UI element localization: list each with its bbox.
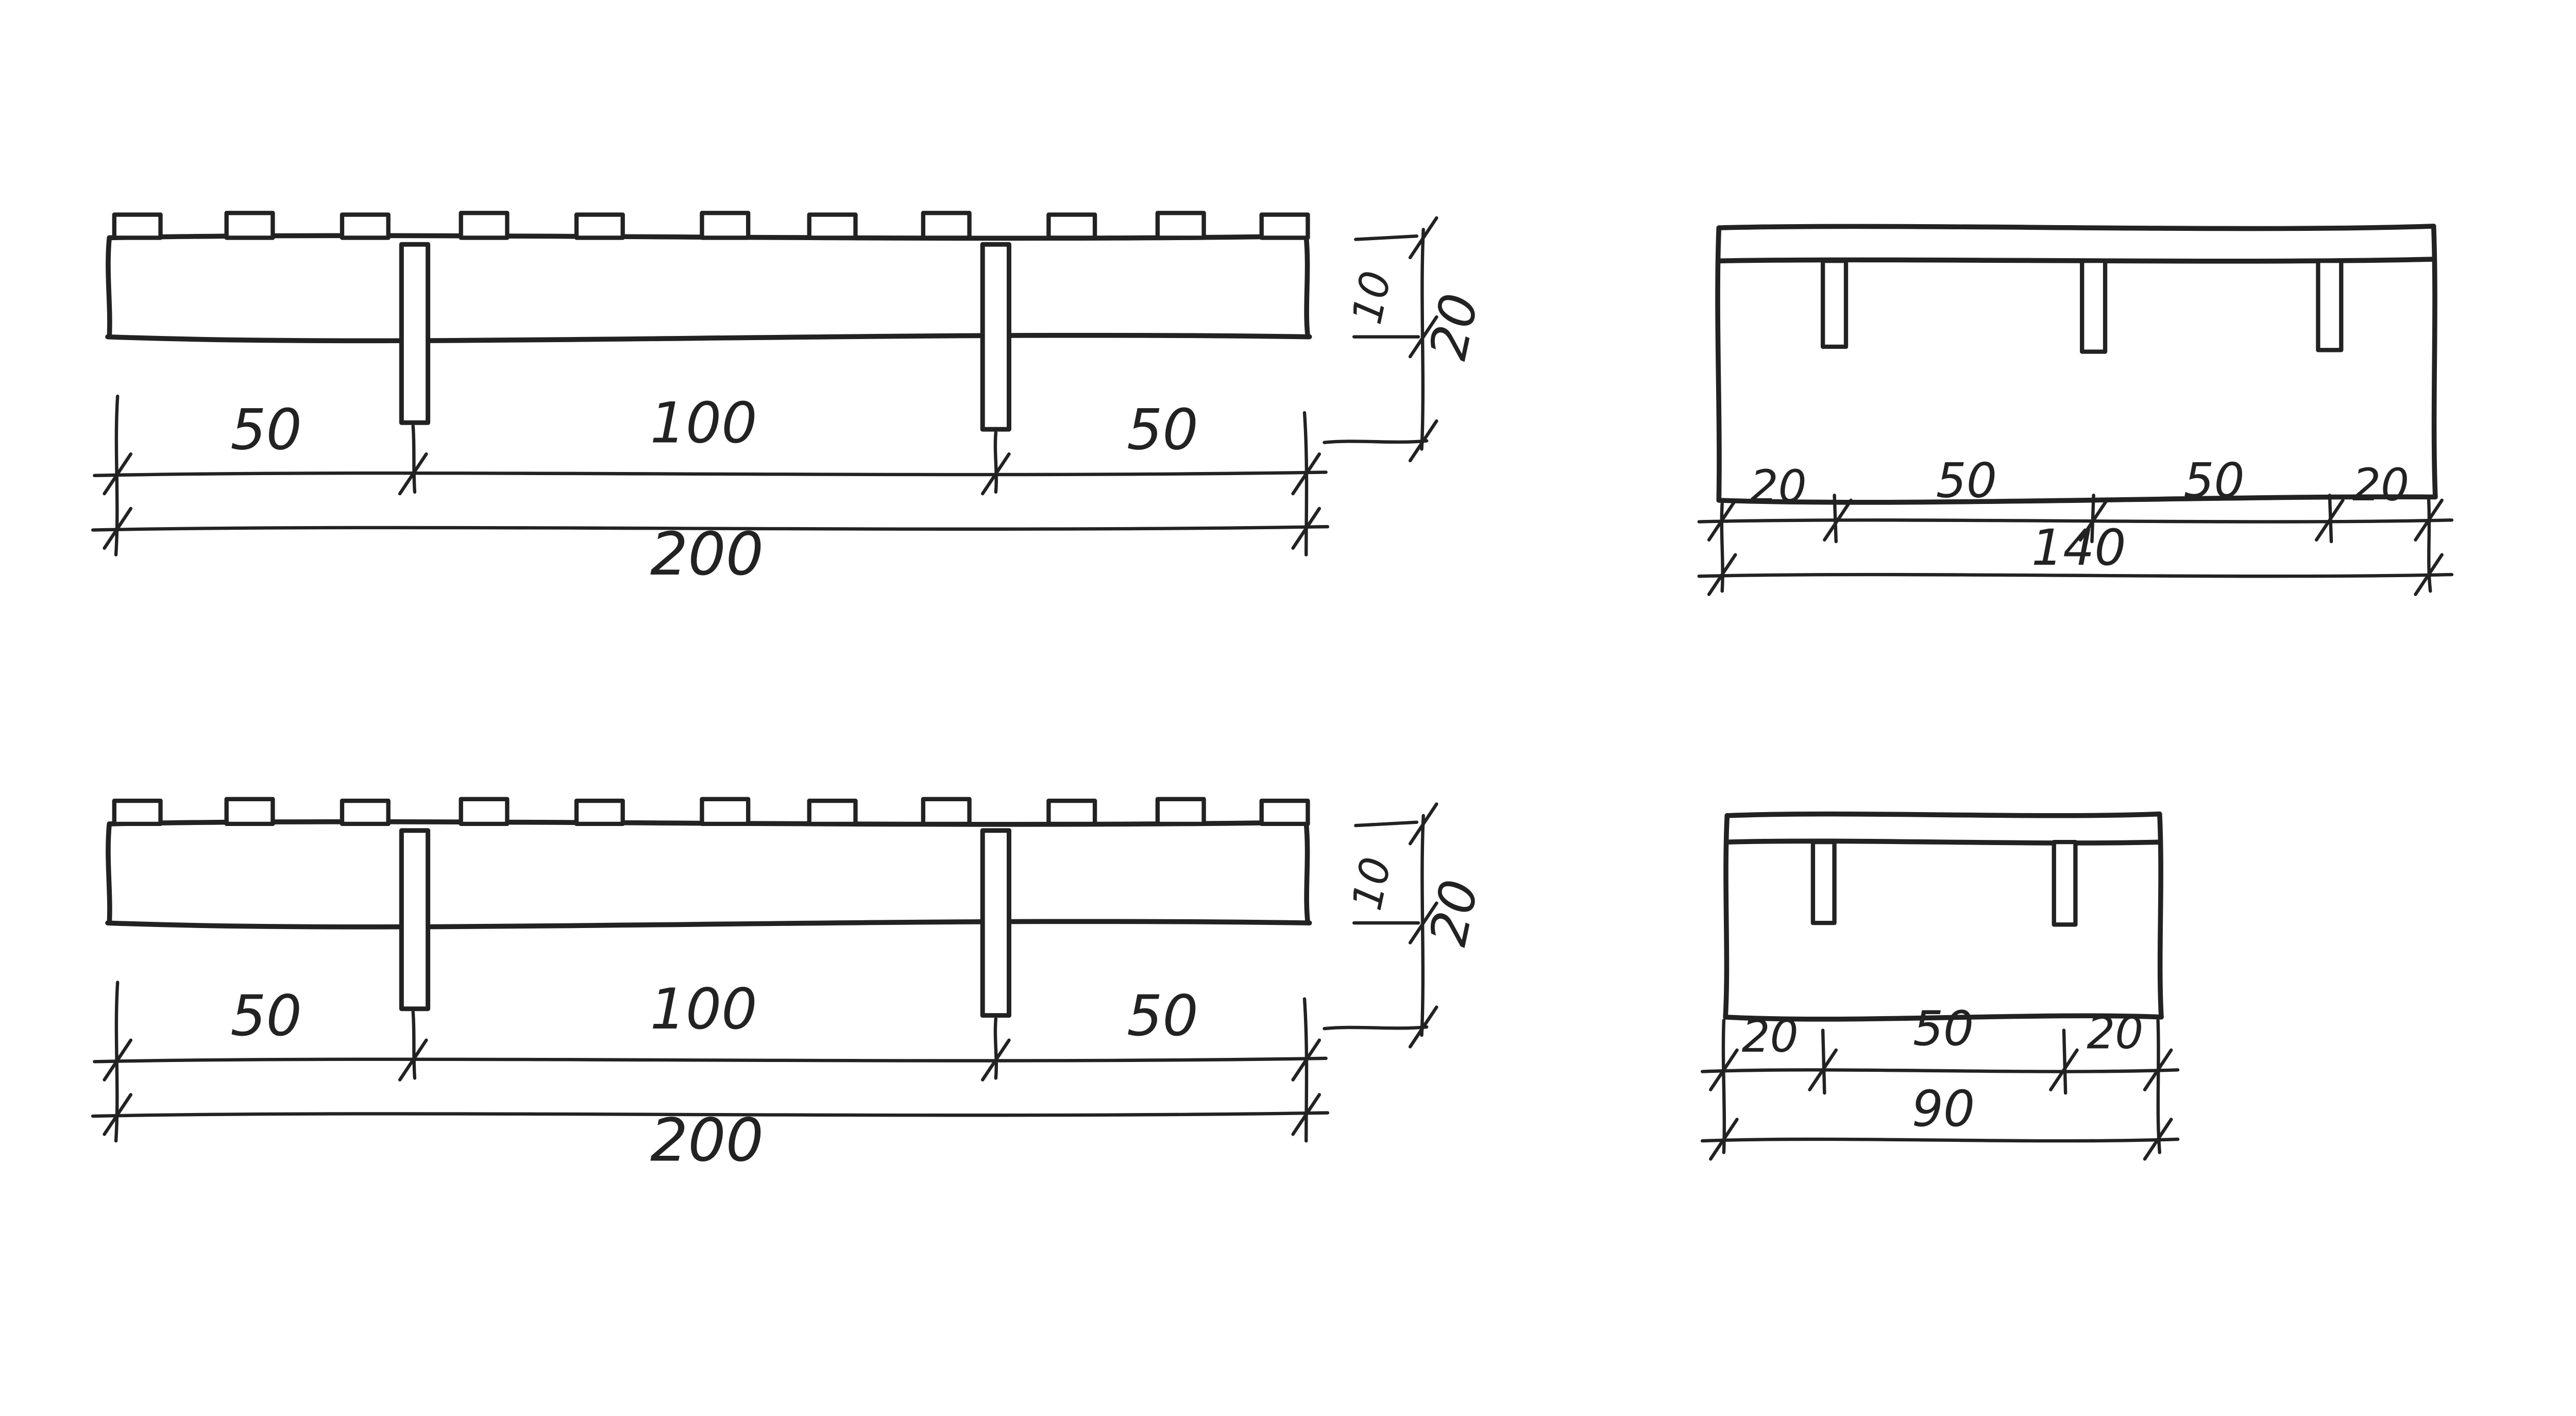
dim-label-span-right: 50 — [1127, 397, 1198, 463]
dim-label-height-total: 20 — [1419, 875, 1490, 951]
drawing-long-section-bottom: 50 100 50 200 10 20 — [93, 799, 1490, 1175]
sketch-page: 50 100 50 200 10 20 50 100 50 200 10 20 … — [0, 0, 2576, 1175]
dim-label-span-2: 50 — [1913, 1001, 1974, 1056]
dim-label-height-total: 20 — [1419, 289, 1490, 365]
drawing-long-section-top: 50 100 50 200 10 20 — [93, 213, 1490, 589]
dim-label-span-middle: 100 — [650, 391, 757, 456]
dim-label-span-left: 50 — [230, 397, 302, 463]
dim-label-span-3: 20 — [2087, 1008, 2143, 1059]
long-section-art — [93, 213, 1436, 554]
dim-label-span-4: 20 — [2352, 460, 2409, 511]
dim-label-span-1: 20 — [1750, 461, 1807, 513]
dim-label-span-1: 20 — [1742, 1011, 1799, 1063]
sketch-canvas: 50 100 50 200 10 20 50 100 50 200 10 20 … — [0, 0, 2576, 1175]
drawing-wide-beam-section: 20 50 50 20 140 — [1699, 226, 2452, 595]
dim-label-height-slab: 10 — [1343, 267, 1400, 328]
drawing-narrow-beam-section: 20 50 20 90 — [1702, 814, 2178, 1159]
dim-label-total: 140 — [2031, 519, 2126, 577]
long-section-art — [93, 799, 1436, 1141]
dim-label-span-left: 50 — [230, 983, 302, 1049]
dim-label-span-middle: 100 — [650, 976, 757, 1042]
dim-label-height-slab: 10 — [1343, 853, 1400, 914]
dim-label-span-right: 50 — [1127, 983, 1198, 1049]
dim-label-span-3: 50 — [2183, 452, 2244, 508]
dim-label-total: 200 — [650, 520, 764, 589]
dim-label-total: 90 — [1912, 1080, 1975, 1138]
dim-label-span-2: 50 — [1936, 452, 1997, 508]
dim-label-total: 200 — [650, 1106, 764, 1175]
